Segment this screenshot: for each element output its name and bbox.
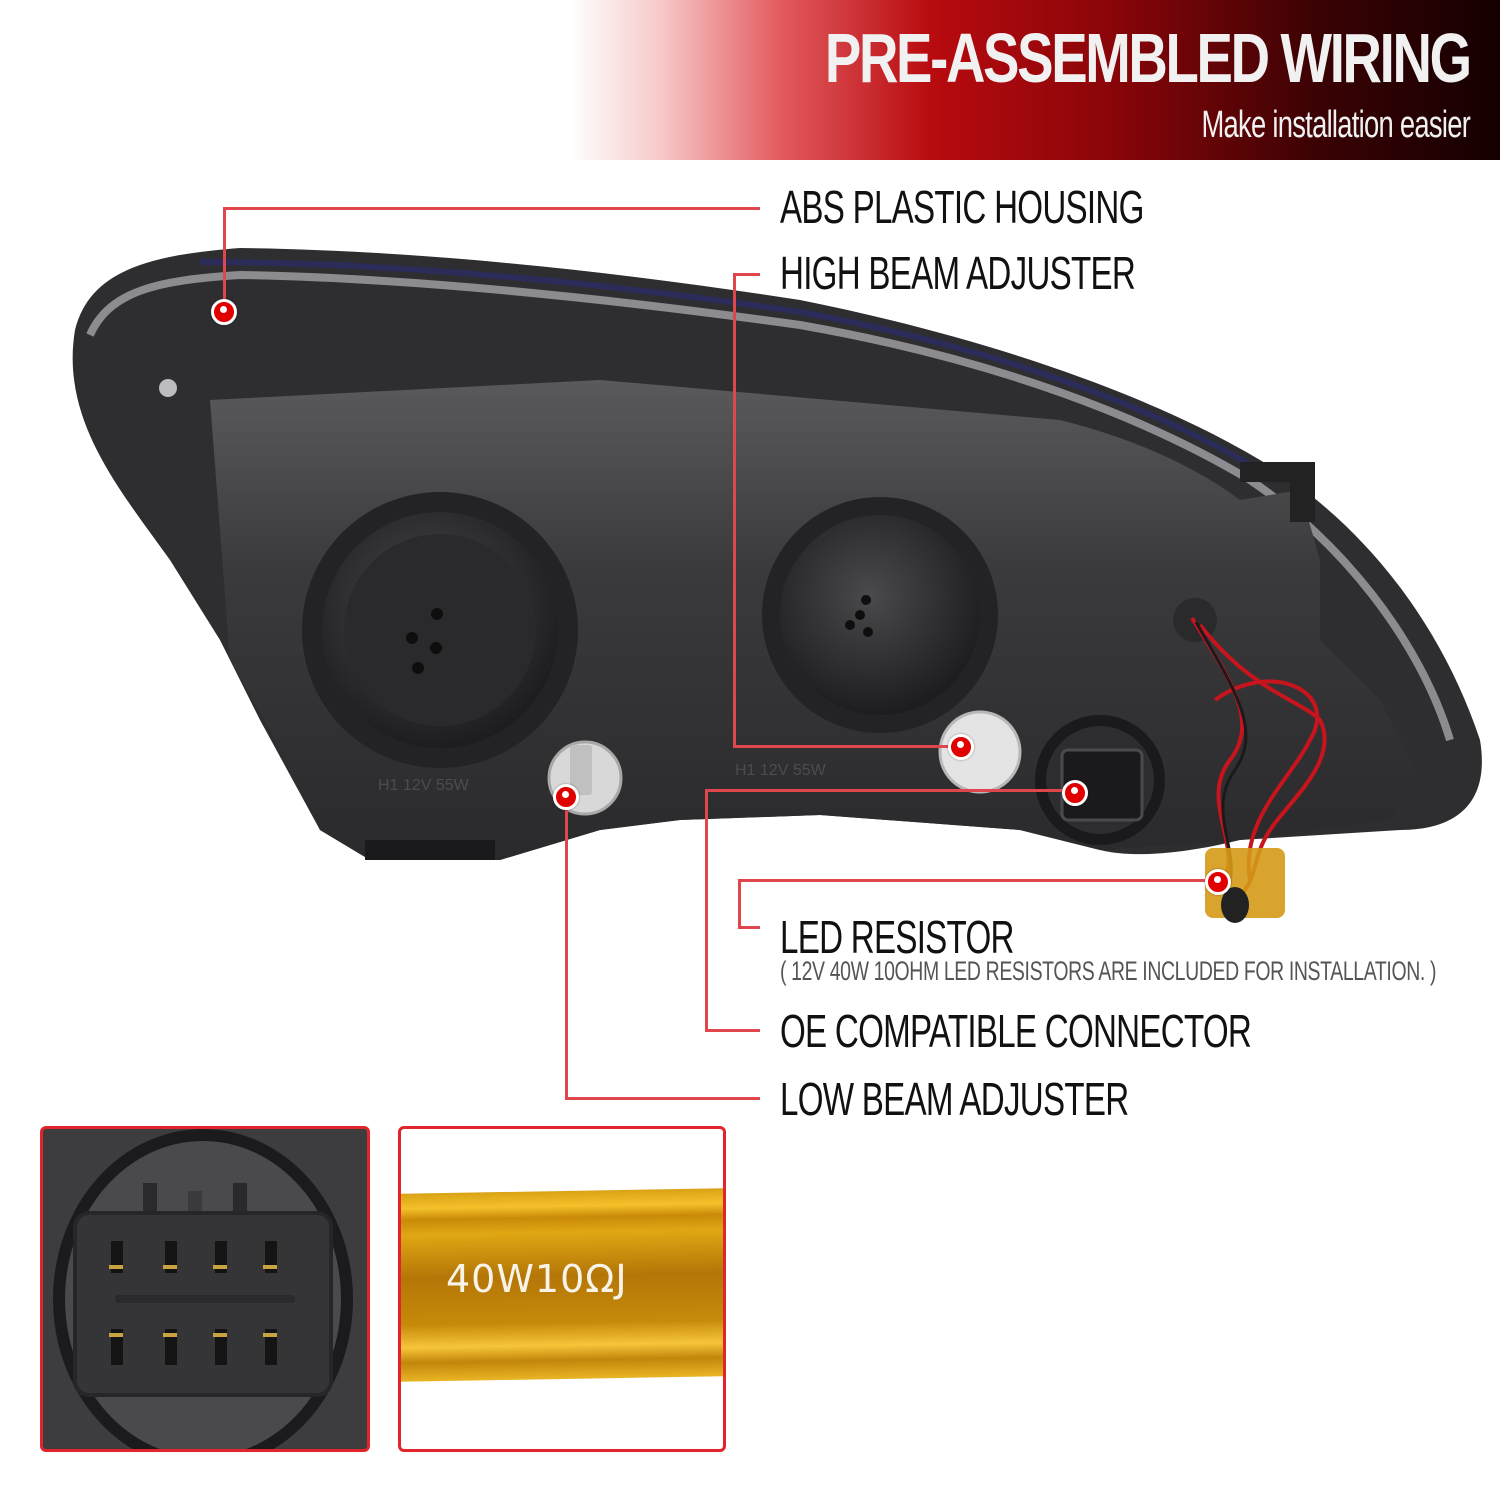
callout-label-oe-connector: OE COMPATIBLE CONNECTOR [780,1005,1252,1057]
callout-line-led-resistor [738,879,1213,882]
callout-line-led-resistor-vertical [738,879,741,929]
callout-dot-led-resistor [1205,869,1231,895]
inset-resistor-closeup: 40W10ΩJ [398,1126,726,1452]
callout-line-high-beam-horizontal [733,745,960,748]
callout-dot-oe-connector [1062,780,1088,806]
callout-label-low-beam: LOW BEAM ADJUSTER [780,1073,1129,1125]
callout-dot-high-beam [948,734,974,760]
callout-note-led-resistor: ( 12V 40W 10OHM LED RESISTORS ARE INCLUD… [780,956,1437,986]
banner-title: PRE-ASSEMBLED WIRING [825,19,1472,97]
inset-connector-closeup [40,1126,370,1452]
callout-dot-abs-housing [211,299,237,325]
callout-line-abs-housing [223,207,760,210]
connector-closeup-image [53,1129,353,1449]
callout-line-led-resistor-end [738,926,760,929]
low-beam-marking: H1 12V 55W [378,777,470,794]
banner-subtitle: Make installation easier [1201,104,1470,146]
callout-line-high-beam [733,273,760,276]
callout-line-abs-housing-vertical [223,207,226,312]
callout-line-oe-connector-vertical [705,789,708,1032]
callout-label-high-beam: HIGH BEAM ADJUSTER [780,247,1136,299]
high-beam-marking: H1 12V 55W [735,762,827,779]
callout-line-low-beam [565,1097,760,1100]
callout-line-low-beam-vertical [565,805,568,1100]
header-banner: PRE-ASSEMBLED WIRING Make installation e… [0,0,1500,160]
resistor-marking: 40W10ΩJ [446,1257,628,1301]
callout-dot-low-beam [553,784,579,810]
callout-line-oe-connector-end [705,1029,760,1032]
callout-label-led-resistor: LED RESISTOR [780,911,1014,963]
callout-label-abs-housing: ABS PLASTIC HOUSING [780,181,1144,233]
callout-line-high-beam-vertical [733,273,736,748]
callout-line-oe-connector [705,789,1075,792]
